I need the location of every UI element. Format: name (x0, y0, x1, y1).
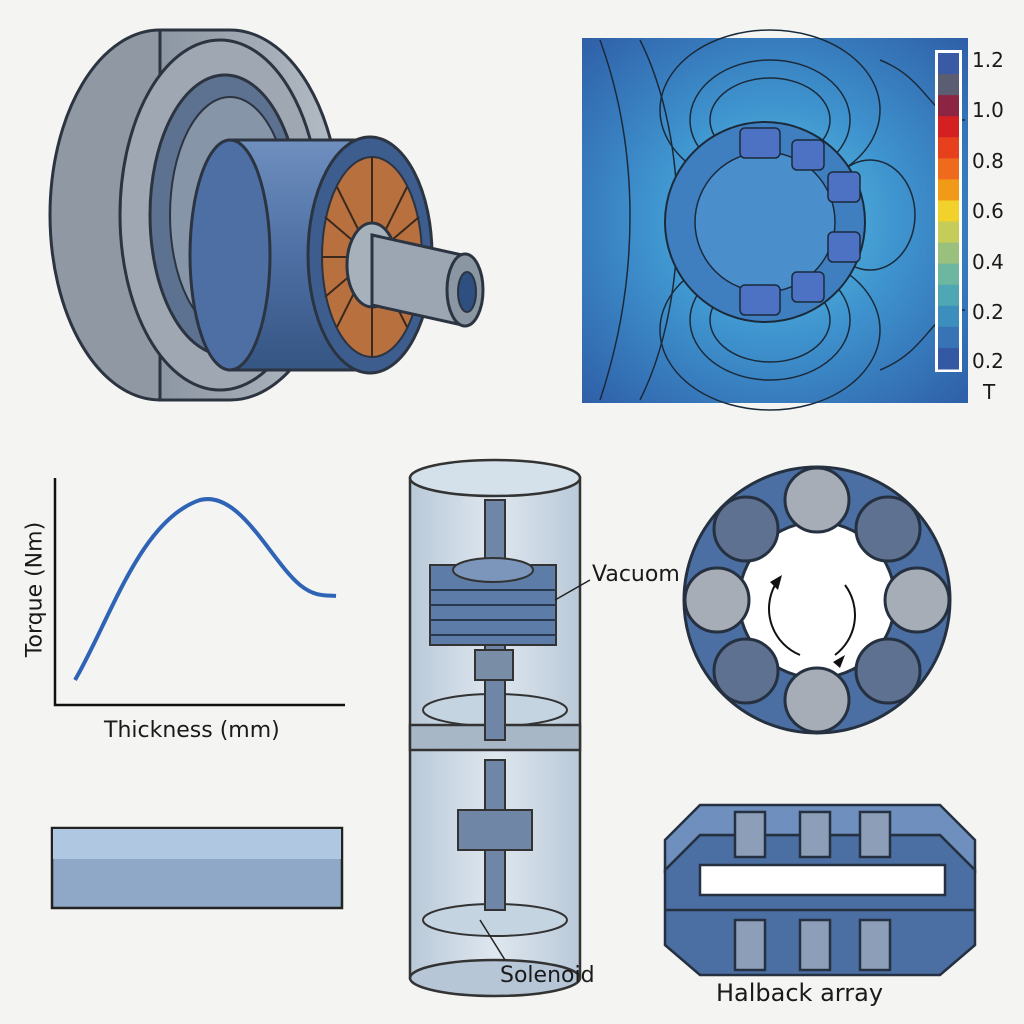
chart-ylabel: Torque (Nm) (22, 521, 48, 658)
rotation-arrow-icon (833, 655, 845, 668)
colorbar-segment (938, 95, 959, 117)
colorbar-segment (938, 347, 959, 370)
colorbar-tick: 0.8 (972, 149, 1004, 173)
colorbar-unit: T (983, 380, 996, 404)
torque-chart (53, 478, 345, 707)
colorbar-segment (938, 284, 959, 307)
magnet-ring (682, 465, 952, 735)
colorbar-segment (938, 158, 959, 180)
colorbar-segment (938, 179, 959, 201)
colorbar-tick: 0.4 (972, 250, 1004, 274)
torque-curve (73, 497, 337, 682)
rotation-arrow-icon (770, 575, 782, 590)
colorbar-tick: 1.2 (972, 48, 1004, 72)
colorbar-tick: 0.6 (972, 199, 1004, 223)
bar-magnet (50, 826, 344, 910)
colorbar-segment (938, 242, 959, 265)
colorbar-segment (938, 221, 959, 244)
colorbar-segment (938, 305, 959, 328)
motor-illustration (48, 28, 485, 402)
colorbar-tick: 0.2 (972, 349, 1004, 373)
vacuum-label: Vacuom (592, 562, 680, 587)
colorbar-segment (938, 200, 959, 223)
colorbar-segment (938, 263, 959, 286)
magnetic-field-plot (582, 29, 968, 411)
colorbar-tick: 1.0 (972, 98, 1004, 122)
colorbar-tick: 0.2 (972, 300, 1004, 324)
colorbar-segment (938, 116, 959, 138)
colorbar-segment (938, 74, 959, 96)
colorbar-segment (938, 326, 959, 349)
vacuum-cylinder (408, 458, 591, 998)
halbach-array (663, 803, 977, 977)
chart-xlabel: Thickness (mm) (104, 718, 280, 743)
chart-axes (53, 478, 345, 707)
colorbar-segment (938, 53, 959, 75)
halbach-label: Halback array (716, 979, 884, 1007)
solenoid-label: Solenoid (500, 963, 595, 988)
colorbar-segment (938, 137, 959, 159)
